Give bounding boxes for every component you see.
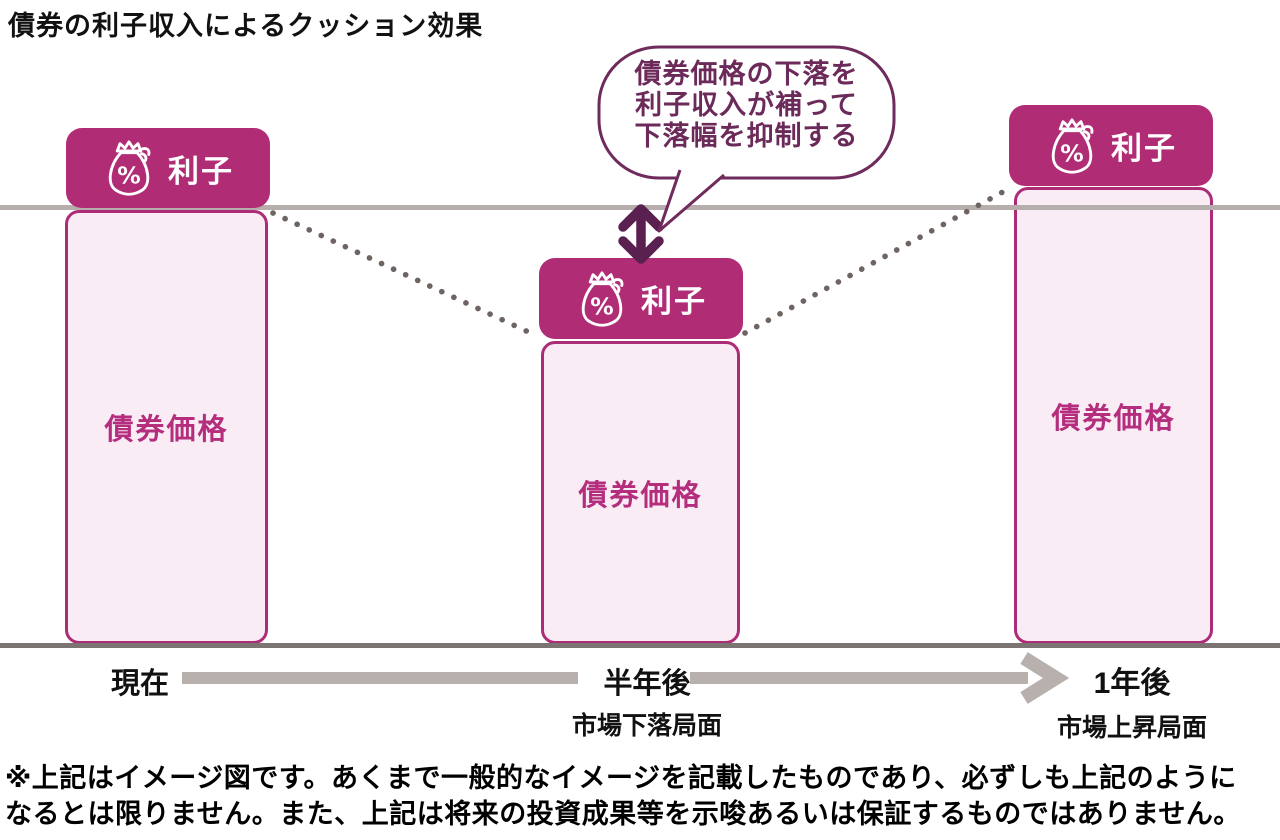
interest-badge-half-year: % 利子 [539,258,743,339]
timeline-label-now: 現在 [110,668,169,700]
bond-price-bar-one-year: 債券価格 [1014,187,1213,644]
bond-price-label: 債券価格 [1051,402,1176,435]
double-headed-arrow-icon [618,204,664,264]
svg-text:%: % [590,292,613,320]
money-bag-percent-icon: % [581,270,624,327]
speech-bubble-line: 債券価格の下落を [634,59,859,89]
market-phase-down: 市場下落局面 [571,712,722,740]
dotted-decline-connector [270,210,540,339]
speech-bubble: 債券価格の下落を 利子収入が補って 下落幅を抑制する [599,59,894,152]
interest-badge-one-year: % 利子 [1009,105,1213,186]
market-phase-up: 市場上昇局面 [1056,714,1207,742]
money-bag-percent-icon: % [1051,117,1094,174]
lower-baseline [0,643,1280,648]
speech-bubble-tail [657,169,725,233]
timeline-segment-2 [690,672,1028,684]
interest-label: 利子 [1111,131,1177,166]
speech-bubble-line: 下落幅を抑制する [634,121,859,151]
timeline-arrowhead-icon [1020,652,1070,704]
svg-text:%: % [1060,139,1083,167]
svg-text:%: % [117,161,140,189]
timeline-segment-1 [182,672,578,684]
bond-price-label: 債券価格 [578,479,703,512]
interest-badge-now: % 利子 [66,128,270,208]
timeline-label-one-year: 1年後 [1093,667,1171,700]
bond-price-bar-now: 債券価格 [65,210,268,644]
page-title: 債券の利子収入によるクッション効果 [8,11,484,41]
speech-bubble-line: 利子収入が補って [635,90,858,120]
bond-price-bar-half-year: 債券価格 [541,341,740,644]
money-bag-percent-icon: % [108,140,151,196]
timeline-label-half-year: 半年後 [603,668,691,700]
interest-label: 利子 [168,153,234,189]
interest-label: 利子 [641,284,707,319]
disclaimer-footnote: ※上記はイメージ図です。あくまで一般的なイメージを記載したものであり、必ずしも上… [5,763,1241,829]
bond-price-label: 債券価格 [104,414,229,446]
